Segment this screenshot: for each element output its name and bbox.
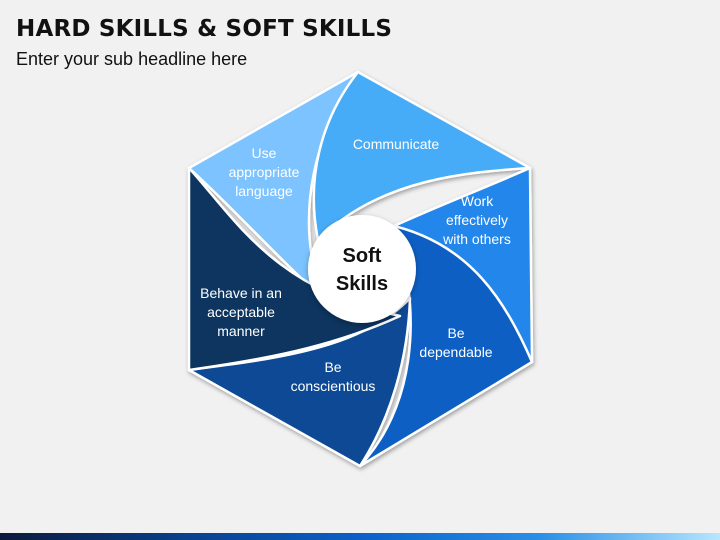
segment-label-work-effectively: Work [461, 193, 494, 209]
center-circle: Soft Skills [308, 215, 416, 323]
segment-label-be-dependable: Be [447, 325, 464, 341]
center-label-line-2: Skills [336, 273, 388, 295]
segment-label-be-dependable: dependable [419, 344, 492, 360]
segment-label-use-appropriate-language: language [235, 183, 293, 199]
segment-label-communicate: Communicate [353, 136, 440, 152]
segment-label-behave-acceptable: Behave in an [200, 285, 282, 301]
segment-label-be-conscientious: Be [324, 359, 341, 375]
segment-label-use-appropriate-language: appropriate [229, 164, 300, 180]
segment-label-work-effectively: effectively [446, 212, 508, 228]
page-subtitle: Enter your sub headline here [16, 49, 248, 69]
page-title: HARD SKILLS & SOFT SKILLS [16, 16, 393, 42]
segment-label-be-conscientious: conscientious [291, 378, 376, 394]
segment-label-behave-acceptable: acceptable [207, 304, 275, 320]
bottom-gradient-bar [0, 533, 720, 540]
segment-label-use-appropriate-language: Use [252, 145, 277, 161]
segment-label-behave-acceptable: manner [217, 323, 265, 339]
center-label-line-1: Soft [343, 245, 382, 267]
segment-label-work-effectively: with others [442, 231, 511, 247]
